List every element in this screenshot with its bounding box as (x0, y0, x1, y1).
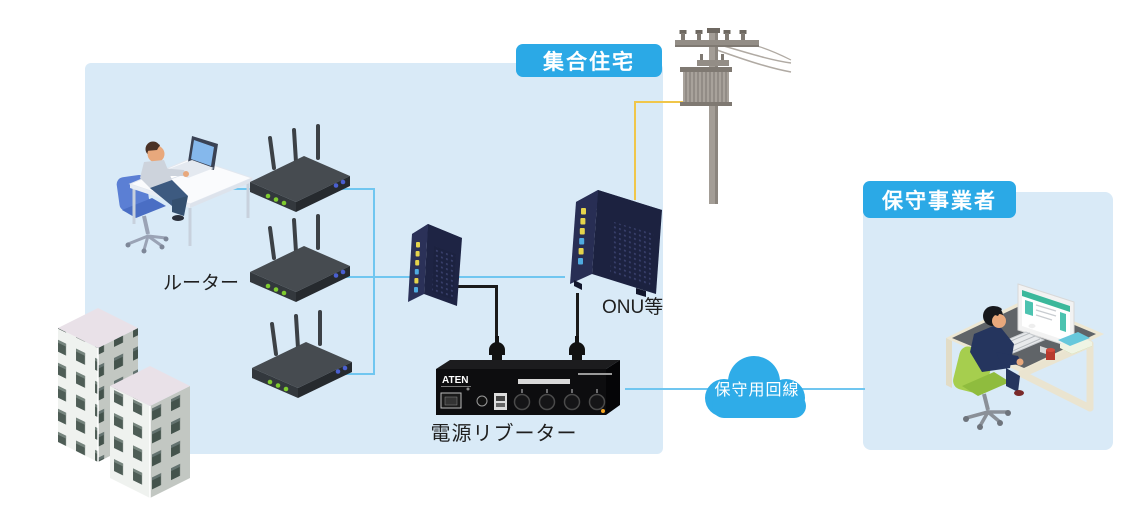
maintenance-worker-illustration (922, 260, 1112, 435)
maintenance-line-cloud: 保守用回線 (692, 342, 822, 432)
fiber-drop-cable-vertical (634, 101, 636, 200)
lan-line-desk-to-router1 (224, 188, 258, 190)
power-cord-hub-horizontal (436, 285, 498, 288)
power-cord-hub-vertical (495, 285, 498, 342)
onu-label: ONU等 (602, 297, 664, 318)
power-cord-onu-vertical (576, 293, 579, 342)
hub-modem-icon (400, 212, 470, 307)
lan-line-router1-to-bus (338, 188, 375, 190)
onu-icon (558, 182, 670, 302)
wifi-router-icon-3 (246, 308, 358, 400)
power-rebooter-icon: ATEN (428, 333, 628, 418)
apartment-badge: 集合住宅 (516, 44, 662, 77)
wifi-router-icon-1 (244, 122, 356, 214)
resident-at-desk-illustration (100, 118, 255, 258)
router-label: ルーター (163, 273, 240, 294)
maintenance-line-label: 保守用回線 (714, 382, 800, 399)
power-rebooter-label: 電源リブーター (430, 423, 578, 445)
fiber-drop-cable-horizontal (634, 101, 696, 103)
lan-line-router3-to-bus (338, 373, 375, 375)
provider-badge: 保守事業者 (863, 181, 1016, 218)
wifi-router-icon-2 (244, 212, 356, 304)
lan-bus-line (373, 188, 375, 375)
rebooter-brand-text: ATEN (442, 375, 468, 386)
utility-pole-icon (665, 26, 795, 211)
apartment-building-icon (34, 300, 224, 505)
